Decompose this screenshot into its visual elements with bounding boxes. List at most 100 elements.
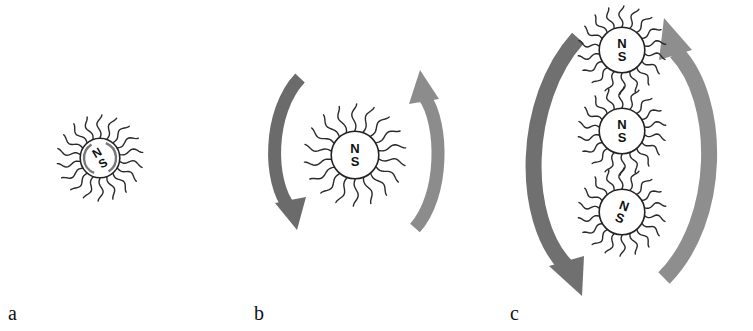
arrow-head	[409, 70, 439, 104]
core-circle	[599, 27, 645, 73]
surfactant-chain	[116, 138, 138, 148]
surfactant-chain	[378, 158, 405, 165]
surfactant-chain	[578, 135, 600, 141]
pole-labels: NS	[598, 107, 646, 155]
surfactant-chain	[637, 67, 649, 86]
surfactant-chain	[353, 178, 358, 206]
surfactant-chain	[370, 172, 386, 195]
pole-labels: NS	[591, 181, 653, 243]
surfactant-chain	[57, 161, 81, 167]
surfactant-chain	[607, 170, 614, 192]
arrow-head	[659, 18, 692, 60]
pole-letter: N	[617, 118, 626, 131]
pole-letter: S	[613, 211, 626, 226]
surfactant-chain	[378, 145, 406, 151]
surfactant-chain	[637, 229, 649, 248]
surfactant-chain	[579, 203, 600, 210]
surfactant-chain	[619, 168, 624, 190]
surfactant-chain	[85, 117, 93, 140]
surfactant-chain	[585, 26, 603, 39]
surfactant-chain	[98, 177, 103, 201]
surfactant-chain	[641, 110, 661, 120]
surfactant-chain	[585, 188, 603, 201]
rotation-arrow	[415, 96, 438, 228]
nanoparticle-core: NS	[598, 107, 646, 155]
pole-letter: S	[97, 156, 110, 170]
surfactant-chain	[363, 176, 372, 203]
surfactant-chain	[641, 223, 659, 236]
surfactant-chain	[324, 115, 340, 138]
surfactant-chain	[97, 115, 102, 139]
surfactant-chain	[637, 148, 649, 167]
surfactant-chain	[338, 106, 347, 133]
pole-letter: S	[618, 50, 627, 63]
surfactant-chain	[362, 108, 374, 134]
surfactant-chain	[620, 234, 625, 256]
panel-label: c	[510, 303, 519, 323]
surfactant-chain	[629, 171, 639, 191]
surfactant-chain	[336, 177, 348, 203]
surfactant-chain	[641, 191, 661, 201]
surfactant-chain	[630, 152, 637, 174]
surfactant-chain	[83, 176, 94, 198]
surfactant-chain	[630, 71, 637, 93]
surfactant-chain	[62, 168, 84, 178]
pole-letter: S	[351, 155, 360, 168]
surfactant-chain	[629, 9, 639, 29]
core-circle	[599, 108, 645, 154]
surfactant-chain	[641, 29, 661, 39]
surfactant-chain	[630, 233, 637, 255]
pole-letter: S	[618, 131, 627, 144]
surfactant-chain	[629, 90, 639, 110]
pole-labels: NS	[71, 129, 128, 186]
nanoparticle-core: NS	[598, 26, 646, 74]
surfactant-chain	[619, 87, 624, 109]
surfactant-chain	[312, 128, 335, 144]
panel-label: b	[254, 303, 264, 323]
panel-label: a	[8, 303, 17, 323]
surfactant-chain	[106, 118, 117, 140]
surfactant-chain	[579, 122, 600, 129]
core-circle	[331, 131, 379, 179]
core-circle	[80, 138, 120, 178]
surfactant-chain	[644, 215, 665, 222]
surfactant-chain	[605, 152, 615, 172]
nanoparticle-core: NS	[330, 130, 380, 180]
surfactant-chain	[112, 126, 129, 143]
surfactant-chain	[605, 71, 615, 91]
surfactant-chain	[644, 122, 666, 128]
rotation-arrow	[275, 78, 300, 208]
surfactant-chain	[619, 6, 624, 28]
arrow-head	[549, 256, 584, 296]
surfactant-chain	[605, 233, 615, 253]
pole-labels: NS	[330, 130, 380, 180]
surfactant-chain	[310, 167, 336, 179]
surfactant-chain	[595, 177, 607, 196]
surfactant-chain	[641, 142, 659, 155]
pole-letter: N	[617, 37, 626, 50]
surfactant-chain	[107, 176, 115, 199]
nanoparticle-core: NS	[598, 188, 646, 236]
surfactant-chain	[595, 15, 607, 34]
surfactant-chain	[644, 134, 665, 141]
surfactant-chain	[305, 144, 332, 151]
surfactant-chain	[375, 166, 398, 182]
surfactant-chain	[595, 96, 607, 115]
arrow-head	[275, 197, 306, 230]
surfactant-chain	[607, 8, 614, 30]
surfactant-chain	[352, 104, 357, 132]
surfactant-chain	[375, 131, 401, 143]
surfactant-chain	[641, 61, 659, 74]
surfactant-chain	[585, 107, 603, 120]
surfactant-chain	[119, 161, 142, 168]
surfactant-chain	[71, 173, 88, 190]
surfactant-chain	[607, 89, 614, 111]
pole-letter: N	[350, 142, 359, 155]
rotation-arrow	[534, 38, 578, 266]
surfactant-chain	[583, 143, 603, 153]
surfactant-chain	[579, 41, 600, 48]
pole-labels: NS	[598, 26, 646, 74]
surfactant-chain	[119, 149, 143, 155]
surfactant-chain	[58, 149, 81, 156]
